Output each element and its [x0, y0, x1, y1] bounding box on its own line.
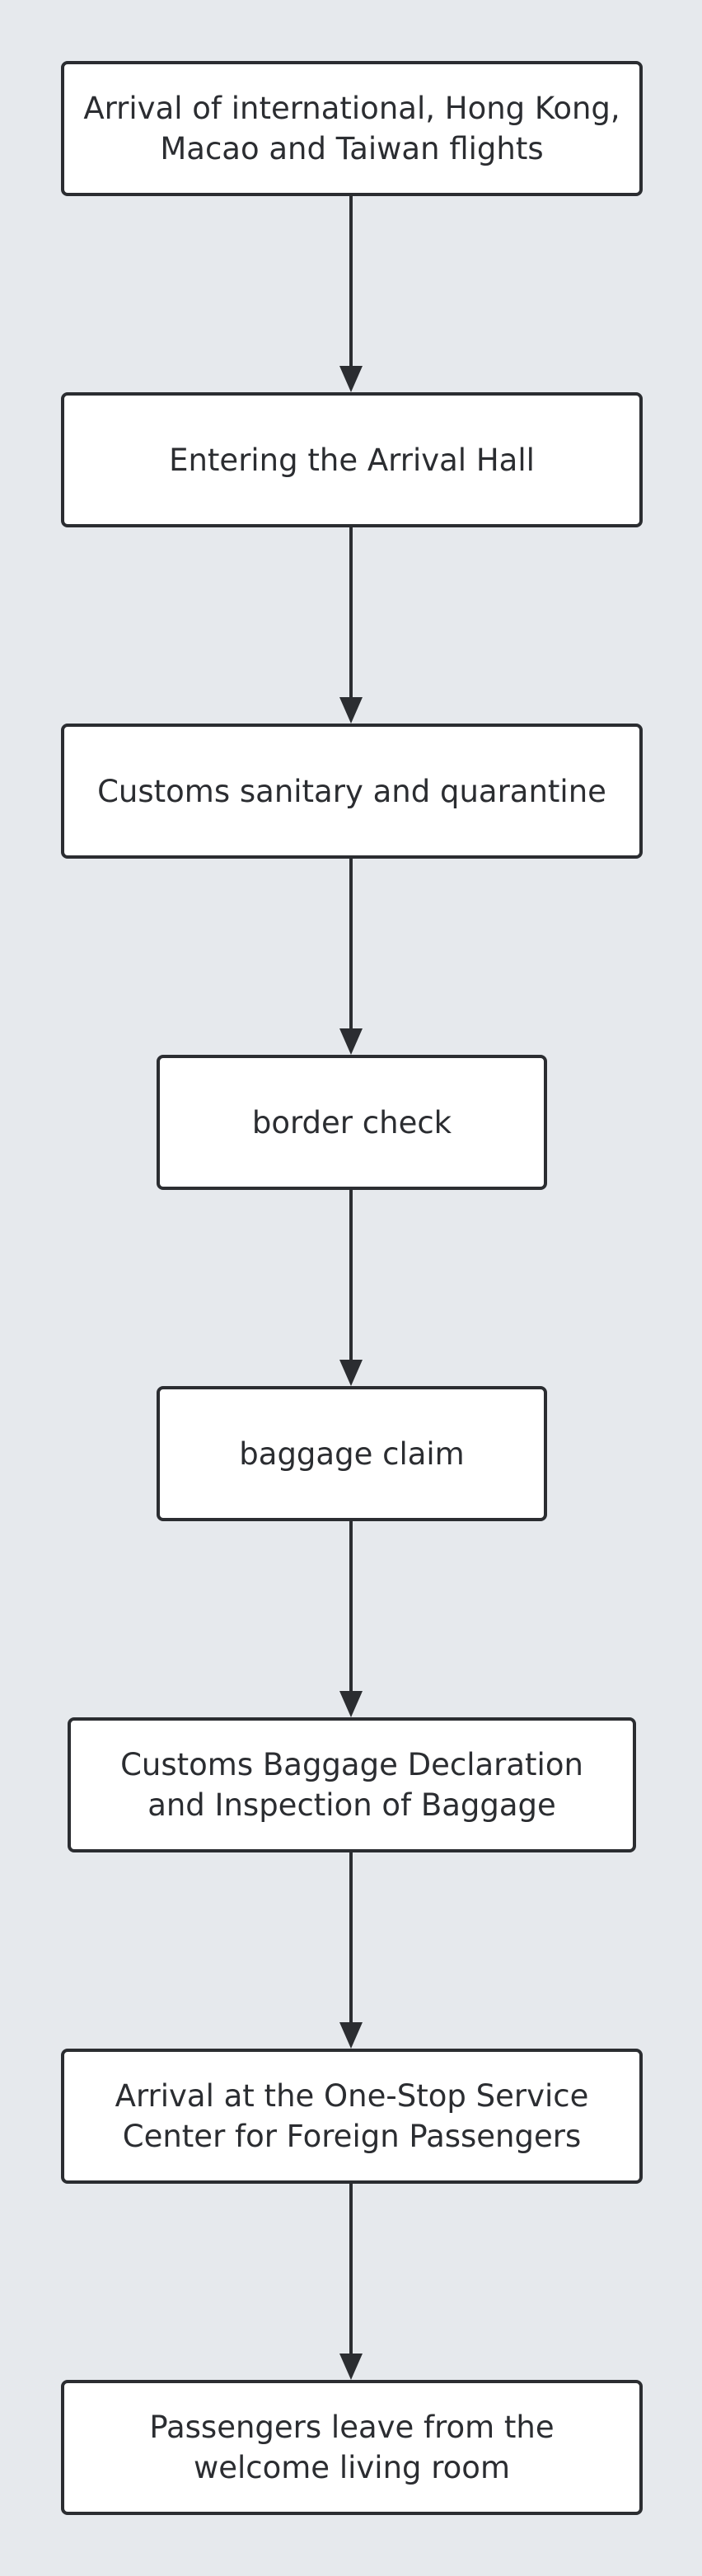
step-label: Arrival of international, Hong Kong, Mac… — [83, 91, 620, 166]
step-baggage-claim: baggage claim — [157, 1386, 547, 1521]
arrow-step-7-to-8 — [339, 2184, 363, 2380]
step-service-center: Arrival at the One-Stop Service Center f… — [61, 2049, 643, 2184]
step-leave: Passengers leave from the welcome living… — [61, 2380, 643, 2515]
step-customs-declaration: Customs Baggage Declaration and Inspecti… — [68, 1717, 636, 1852]
step-label: baggage claim — [239, 1436, 465, 1472]
step-arrival-hall: Entering the Arrival Hall — [61, 392, 643, 527]
arrow-step-4-to-5 — [339, 1190, 363, 1386]
step-label: Entering the Arrival Hall — [169, 442, 535, 478]
step-label: Customs Baggage Declaration and Inspecti… — [120, 1747, 583, 1823]
arrow-step-6-to-7 — [339, 1852, 363, 2049]
step-label: border check — [251, 1104, 452, 1140]
step-label: Customs sanitary and quarantine — [97, 773, 606, 809]
arrow-step-2-to-3 — [339, 527, 363, 724]
step-sanitary-quarantine: Customs sanitary and quarantine — [61, 724, 643, 859]
step-label: Arrival at the One-Stop Service Center f… — [115, 2078, 589, 2154]
arrow-step-3-to-4 — [339, 859, 363, 1055]
step-flight-arrival: Arrival of international, Hong Kong, Mac… — [61, 61, 643, 196]
step-border-check: border check — [157, 1055, 547, 1190]
step-label: Passengers leave from the welcome living… — [149, 2410, 555, 2485]
arrow-step-1-to-2 — [339, 196, 363, 392]
arrow-step-5-to-6 — [339, 1521, 363, 1717]
